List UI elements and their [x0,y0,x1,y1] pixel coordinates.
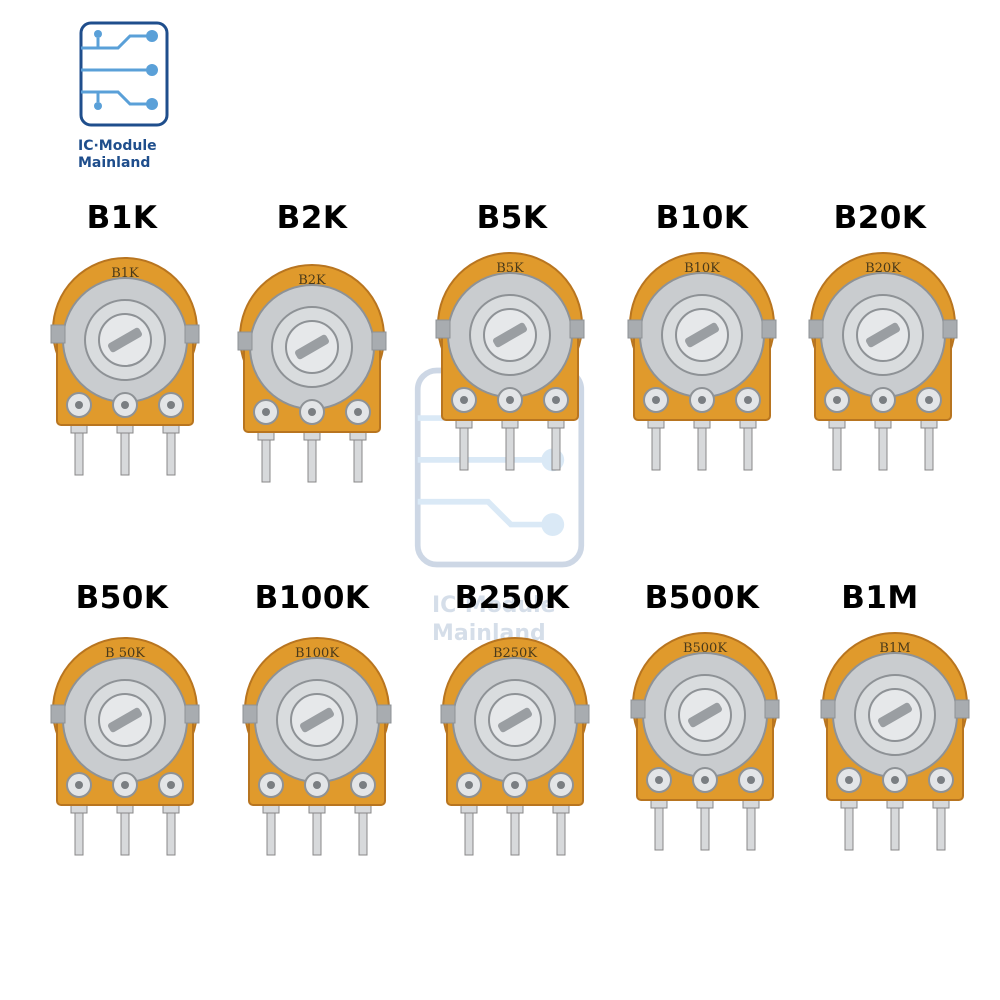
circuit-board-icon [79,21,169,127]
potentiometer-b50k: B 50K [50,637,200,856]
potentiometer-b5k: B5K [435,252,585,471]
pot-marking: B500K [683,641,727,656]
pot-marking: B10K [684,261,720,276]
pot-marking: B2K [298,273,326,288]
label-b10k: B10K [655,200,749,236]
label-b1k: B1K [86,200,158,236]
brand-line-1: IC·Module [78,138,157,154]
brand-logo: IC·Module Mainland [72,20,182,172]
pot-marking: B20K [865,261,901,276]
watermark-line-1: IC·Module [432,593,556,618]
label-b20k: B20K [833,200,927,236]
label-b1m: B1M [841,580,919,616]
potentiometer-b10k: B10K [627,252,777,471]
label-b100k: B100K [254,580,370,616]
potentiometer-b250k: B250K [440,637,590,856]
pot-marking: B250K [493,646,537,661]
pot-marking: B 50K [105,646,145,661]
pot-marking: B1M [879,641,910,656]
label-b250k: B250K [454,580,570,616]
potentiometer-b2k: B2K [237,264,387,483]
potentiometer-b500k: B500K [630,632,780,851]
brand-name: IC·Module Mainland [78,138,182,172]
pot-marking: B100K [295,646,339,661]
pot-marking: B1K [111,266,139,281]
potentiometer-b1k: B1K [50,257,200,476]
brand-line-2: Mainland [78,155,151,171]
potentiometer-b1m: B1M [820,632,970,851]
pot-marking: B5K [496,261,524,276]
potentiometer-b20k: B20K [808,252,958,471]
label-b2k: B2K [276,200,348,236]
label-b5k: B5K [476,200,548,236]
label-b500k: B500K [644,580,760,616]
label-b50k: B50K [75,580,169,616]
potentiometer-b100k: B100K [242,637,392,856]
